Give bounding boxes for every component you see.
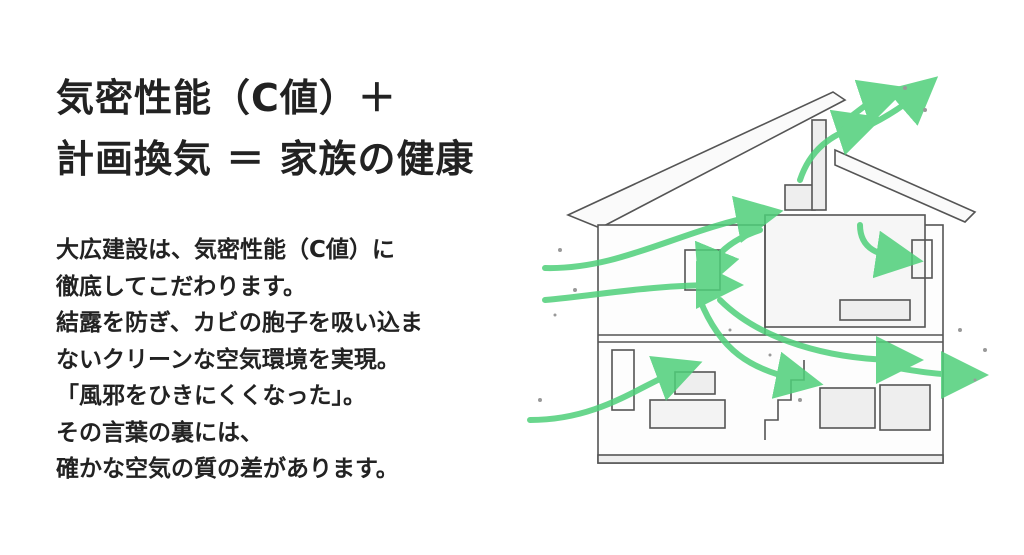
headline-line-1: 気密性能（C値）＋	[56, 76, 397, 120]
body-line: 徹底してこだわります。	[56, 273, 307, 300]
headline: 気密性能（C値）＋ 計画換気 ＝ 家族の健康	[56, 68, 474, 190]
tv	[674, 371, 716, 395]
roof-right	[834, 148, 977, 223]
bed	[839, 299, 911, 321]
body-line: その言葉の裏には、	[56, 419, 263, 446]
body-line: 「風邪をひきにくくなった」。	[56, 383, 367, 409]
body-line: ないクリーンな空気環境を実現。	[56, 346, 400, 373]
airflow-arrow	[694, 227, 763, 295]
airflow-arrow	[837, 79, 908, 128]
body-text: 大広建設は、気密性能（C値）に 徹底してこだわります。 結露を防ぎ、カビの胞子を…	[56, 232, 423, 488]
floor-base	[597, 454, 944, 464]
airflow-arrow	[697, 297, 824, 399]
airflow-arrow	[867, 76, 939, 128]
airflow-arrow	[527, 355, 703, 423]
airflow-arrow	[717, 297, 924, 384]
roof-left	[565, 91, 847, 229]
airflow-arrow	[542, 195, 784, 272]
airflow-arrow	[877, 350, 989, 399]
duct	[811, 119, 827, 211]
kitchen-cabinet	[879, 384, 931, 431]
kitchen-counter	[819, 387, 876, 429]
airflow-arrow	[797, 109, 883, 183]
body-line: 確かな空気の質の差があります。	[56, 456, 399, 482]
body-line: 結露を防ぎ、カビの胞子を吸い込ま	[56, 310, 423, 336]
particles	[538, 86, 987, 402]
sofa	[649, 399, 726, 429]
vent-unit	[784, 184, 816, 211]
airflow-arrows	[527, 76, 989, 423]
headline-line-2: 計画換気 ＝ 家族の健康	[56, 137, 475, 181]
house-structure	[565, 91, 977, 464]
house-ventilation-illustration	[527, 76, 989, 464]
window	[611, 349, 635, 411]
airflow-arrow	[857, 222, 924, 279]
body-line: 大広建設は、気密性能（C値）に	[56, 237, 395, 263]
